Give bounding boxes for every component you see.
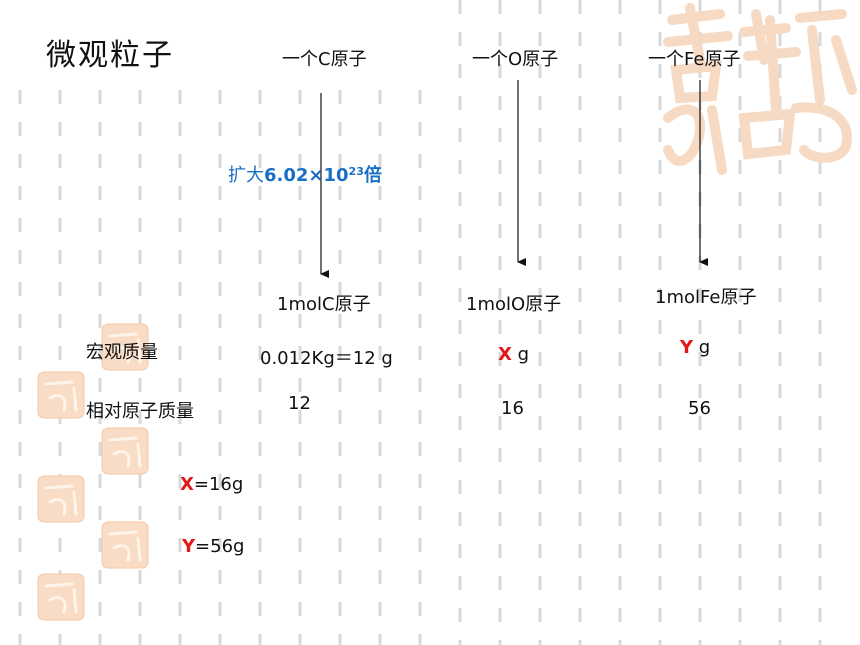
variable-x: X: [498, 344, 512, 365]
variable-y: Y: [680, 337, 694, 358]
page-title: 微观粒子: [46, 38, 174, 73]
answer-y-value: =56g: [195, 536, 245, 557]
small-seal-marks: [44, 332, 142, 614]
auspicious-seal-icon: [663, 3, 857, 175]
scale-factor-label: 扩大6.02×1023倍: [228, 161, 382, 187]
scale-base: 6.02×10: [264, 165, 349, 186]
macro-mass-carbon: 0.012Kg＝12 g: [260, 344, 393, 370]
macro-mass-iron-unit: g: [693, 337, 711, 358]
answer-x-var: X: [180, 474, 194, 495]
relative-mass-iron: 56: [688, 398, 711, 419]
macro-mass-carbon-value: 0.012Kg＝12 g: [260, 348, 393, 369]
scale-exponent: 23: [348, 165, 364, 178]
relative-mass-oxygen: 16: [501, 398, 524, 419]
atom-label-iron: 一个Fe原子: [648, 49, 741, 70]
row-label-relative-mass: 相对原子质量: [86, 401, 194, 422]
relative-mass-carbon: 12: [288, 393, 311, 414]
atom-label-carbon: 一个C原子: [282, 49, 367, 70]
answer-x-value: =16g: [193, 474, 244, 495]
row-label-macro-mass: 宏观质量: [86, 342, 158, 363]
small-seal-stamps: [37, 323, 149, 621]
macro-mass-oxygen-unit: g: [511, 344, 530, 365]
scale-arrows: [320, 80, 708, 278]
mol-label-oxygen: 1molO原子: [466, 294, 562, 315]
scale-prefix: 扩大: [228, 165, 264, 186]
answer-x: X=16g: [180, 474, 243, 495]
mol-label-carbon: 1molC原子: [277, 294, 371, 315]
macro-mass-oxygen: X g: [498, 344, 529, 365]
macro-mass-iron: Y g: [680, 337, 710, 358]
answer-y: Y=56g: [182, 536, 244, 557]
atom-label-oxygen: 一个O原子: [472, 49, 559, 70]
scale-suffix: 倍: [363, 165, 382, 186]
answer-y-var: Y: [182, 536, 196, 557]
mol-label-iron: 1molFe原子: [655, 287, 757, 308]
